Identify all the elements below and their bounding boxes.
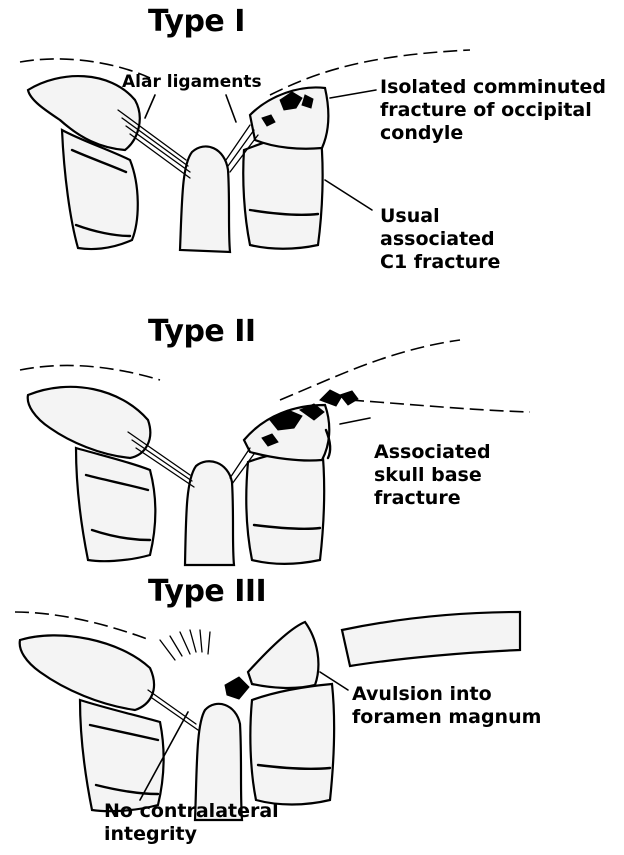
avulsion-label: Avulsion into foramen magnum	[352, 683, 541, 729]
c1-fracture-line-2: associated	[380, 228, 500, 251]
c1-fracture-line-3: C1 fracture	[380, 251, 500, 274]
skull-base-line-3: fracture	[374, 487, 491, 510]
contralateral-line-1: No contralateral	[104, 800, 279, 823]
skull-base-fracture-label: Associated skull base fracture	[374, 441, 491, 510]
skull-base-line-1: Associated	[374, 441, 491, 464]
c1-fracture-label: Usual associated C1 fracture	[380, 205, 500, 274]
panel-3-title: Type III	[148, 574, 266, 609]
alar-ligaments-label: Alar ligaments	[122, 72, 262, 93]
contralateral-integrity-label: No contralateral integrity	[104, 800, 279, 846]
condyle-fracture-line-2: fracture of occipital	[380, 99, 606, 122]
avulsion-line-1: Avulsion into	[352, 683, 541, 706]
condyle-fracture-line-1: Isolated comminuted	[380, 76, 606, 99]
avulsion-line-2: foramen magnum	[352, 706, 541, 729]
condyle-fracture-line-3: condyle	[380, 122, 606, 145]
panel-1-title: Type I	[148, 4, 245, 39]
panel-2-title: Type II	[148, 314, 256, 349]
contralateral-line-2: integrity	[104, 823, 279, 846]
condyle-fracture-label: Isolated comminuted fracture of occipita…	[380, 76, 606, 145]
skull-base-line-2: skull base	[374, 464, 491, 487]
c1-fracture-line-1: Usual	[380, 205, 500, 228]
